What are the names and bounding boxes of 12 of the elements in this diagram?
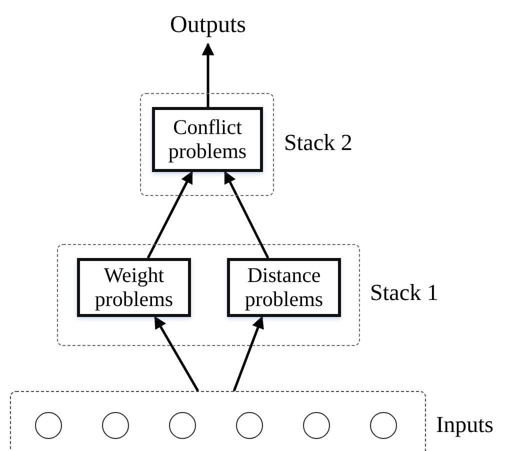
process-box: Weight problems (77, 258, 191, 317)
group-label: Stack 1 (370, 281, 438, 304)
group-label: Stack 2 (284, 130, 352, 154)
arrow (232, 316, 264, 392)
output-label: Outputs (160, 6, 256, 44)
group-label: Inputs (436, 413, 494, 436)
arrow (202, 42, 214, 107)
process-box: Conflict problems (152, 107, 263, 172)
arrow (224, 170, 270, 259)
process-box: Distance problems (227, 258, 341, 317)
arrow (154, 316, 200, 392)
arrow (146, 170, 194, 259)
